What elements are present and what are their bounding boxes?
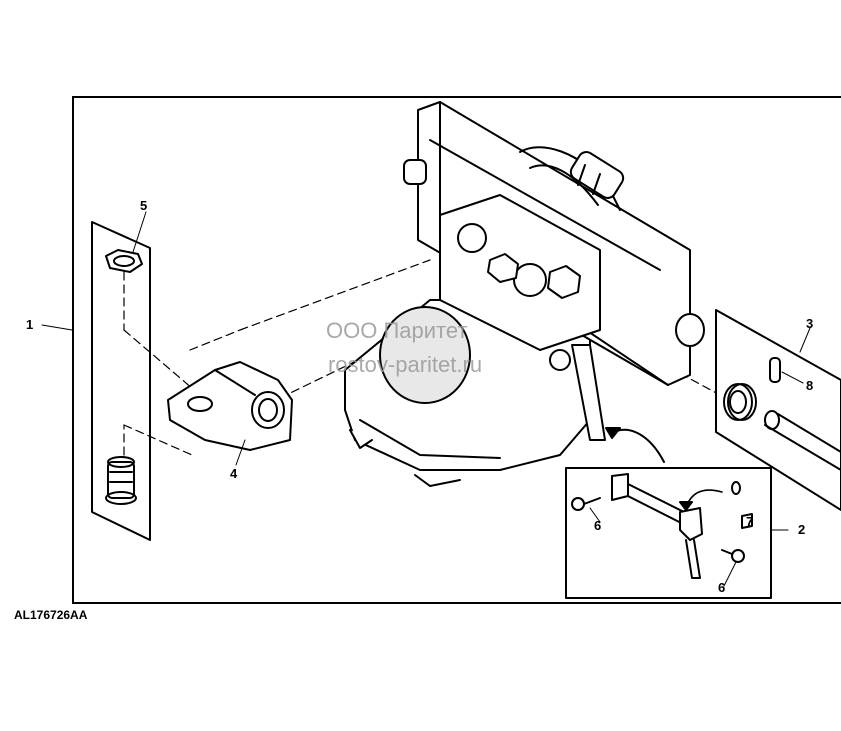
watermark-line-2: rostov-paritet.ru bbox=[328, 352, 483, 377]
bracket-part bbox=[167, 361, 293, 451]
right-panel bbox=[715, 309, 841, 511]
nut-part bbox=[105, 249, 143, 273]
callout-6b: 6 bbox=[718, 580, 726, 595]
watermark-line-1: ООО Паритет bbox=[326, 318, 468, 343]
shaft-part bbox=[764, 410, 841, 471]
callout-4: 4 bbox=[230, 466, 238, 481]
inset-washer bbox=[731, 481, 741, 495]
inset-lever-shaft bbox=[611, 473, 703, 579]
callout-1: 1 bbox=[26, 317, 34, 332]
release-lever bbox=[549, 344, 606, 441]
left-hardware-panel bbox=[91, 221, 151, 541]
callout-7: 7 bbox=[746, 514, 754, 529]
inset-bolt-right bbox=[721, 549, 745, 563]
pin-part bbox=[769, 357, 781, 383]
inset-pin bbox=[741, 513, 753, 529]
callout-3: 3 bbox=[806, 316, 814, 331]
leader-lines bbox=[41, 211, 811, 587]
callout-8: 8 bbox=[806, 378, 814, 393]
assembly-arrow bbox=[613, 428, 665, 463]
callout-2: 2 bbox=[798, 522, 806, 537]
callout-6a: 6 bbox=[594, 518, 602, 533]
inset-bolt-left bbox=[571, 497, 601, 511]
jaw-block bbox=[439, 194, 601, 351]
diagram-frame bbox=[72, 96, 841, 604]
callout-5: 5 bbox=[140, 198, 148, 213]
figure-code: AL176726AA bbox=[14, 608, 88, 622]
bushing-part bbox=[105, 456, 137, 505]
spring-part bbox=[723, 383, 757, 421]
top-handle bbox=[519, 146, 625, 211]
inset-panel bbox=[565, 467, 772, 599]
